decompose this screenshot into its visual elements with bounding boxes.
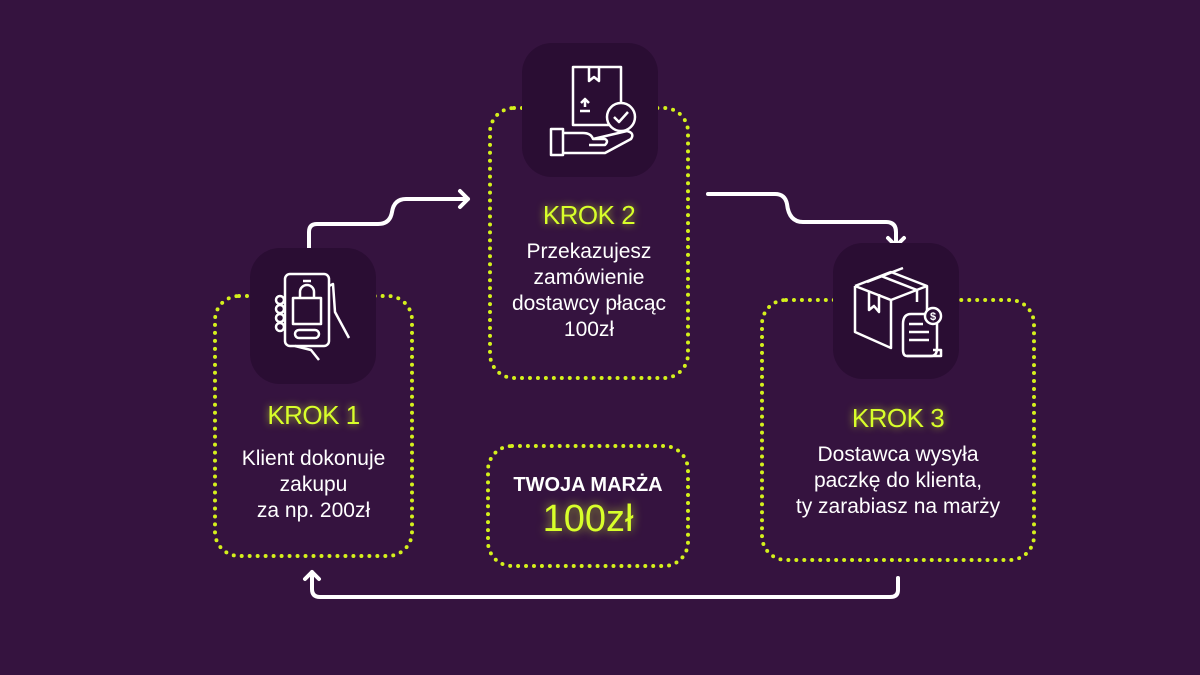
step2-icon-box <box>522 43 658 177</box>
step1-description: Klient dokonuje zakupu za np. 200zł <box>213 446 414 524</box>
step3-label: KROK 3 <box>851 403 945 433</box>
step3-line: ty zarabiasz na marży <box>795 495 1001 518</box>
step2-label: KROK 2 <box>542 200 636 230</box>
arrow-step1-to-step2 <box>307 189 470 250</box>
step1-line: zakupu <box>279 473 348 496</box>
step2-line: 100zł <box>563 318 615 341</box>
margin-title: TWOJA MARŻA <box>513 474 663 496</box>
step2-line: dostawcy płacąc <box>511 292 667 315</box>
step3-icon-box: $ <box>833 243 959 379</box>
margin-frame <box>486 444 690 568</box>
step2-line: Przekazujesz <box>526 240 652 263</box>
phone-shopping-bag-icon <box>274 272 351 361</box>
step1-icon-box <box>250 248 376 384</box>
step2-line: zamówienie <box>533 266 645 289</box>
step1-line: za np. 200zł <box>256 499 371 522</box>
arrow-step3-to-step1 <box>303 570 900 599</box>
step1-label: KROK 1 <box>267 400 360 430</box>
step3-line: Dostawca wysyła <box>817 443 979 466</box>
step3-line: paczkę do klienta, <box>813 469 983 492</box>
step3-description: Dostawca wysyła paczkę do klienta, ty za… <box>760 442 1036 520</box>
margin-value: 100zł <box>542 498 634 540</box>
package-hand-check-icon <box>549 65 637 157</box>
svg-text:$: $ <box>930 311 936 323</box>
arrow-step2-to-step3 <box>706 192 906 248</box>
step2-description: Przekazujesz zamówienie dostawcy płacąc … <box>488 239 690 343</box>
box-invoice-dollar-icon: $ <box>853 266 943 358</box>
step1-line: Klient dokonuje <box>241 447 386 470</box>
